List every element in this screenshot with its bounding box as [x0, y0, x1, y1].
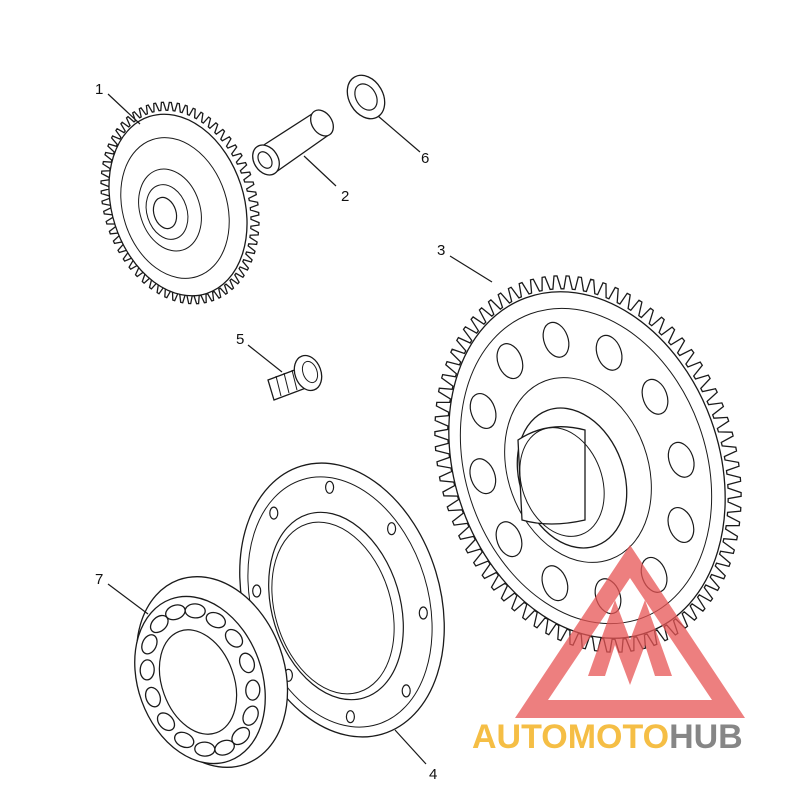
clutch-roller [144, 686, 162, 708]
part-6-washer [346, 74, 386, 120]
ring-bolt-hole [345, 710, 355, 724]
gear-hole [469, 458, 497, 495]
gear-hole [667, 506, 695, 544]
part-2-shaft [252, 109, 334, 176]
callout-2: 2 [341, 188, 349, 205]
clutch-roller [242, 705, 259, 726]
clutch-roller [156, 712, 176, 732]
ring-bolt-hole [325, 480, 335, 494]
gear-hole [595, 334, 623, 371]
gear-hole [542, 321, 570, 358]
clutch-roller [165, 604, 186, 621]
callout-4: 4 [429, 766, 437, 783]
gear-hole [495, 521, 523, 558]
part-4-ring-plate [239, 462, 445, 738]
clutch-roller [139, 659, 155, 681]
clutch-roller [184, 603, 206, 619]
gear-hole [667, 441, 695, 478]
gear-hole [541, 565, 569, 602]
watermark-logo [515, 545, 745, 718]
gear-hole [641, 378, 669, 415]
clutch-roller [194, 741, 216, 757]
leader-lines [107, 93, 493, 765]
watermark-text: AUTOMOTOHUB [472, 718, 743, 756]
part-1-small-gear [100, 101, 260, 305]
clutch-roller [205, 611, 226, 629]
ring-bolt-hole [387, 522, 397, 536]
part-3-large-gear [434, 275, 742, 653]
callout-6: 6 [421, 150, 429, 167]
callout-3: 3 [437, 242, 445, 259]
ring-bolt-hole [269, 506, 279, 520]
callout-1: 1 [95, 81, 103, 98]
watermark-brand-part1: AUTOMOTO [472, 718, 669, 756]
watermark-brand-part2: HUB [669, 718, 743, 756]
ring-bolt-hole [252, 584, 262, 598]
gear-hole [496, 343, 524, 380]
callout-5: 5 [236, 331, 244, 348]
ring-bolt-hole [418, 606, 428, 620]
clutch-roller [245, 679, 261, 701]
clutch-roller [141, 634, 158, 655]
ring-bolt-hole [401, 684, 411, 698]
gear-hole [469, 392, 497, 430]
clutch-roller [174, 731, 195, 749]
clutch-roller [238, 652, 256, 674]
part-7-roller-clutch [134, 576, 289, 768]
part-5-bolt [267, 354, 323, 401]
callout-7: 7 [95, 571, 103, 588]
clutch-roller [224, 628, 244, 648]
clutch-roller [214, 739, 235, 756]
